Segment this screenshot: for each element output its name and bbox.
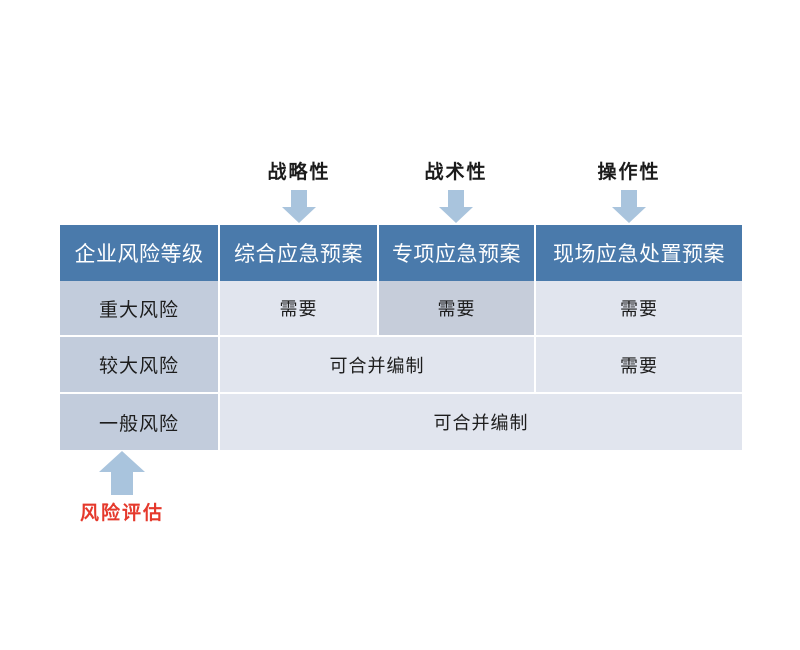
annotation-risk-assessment-label: 风险评估 <box>79 502 164 524</box>
cell-major-onsite: 需要 <box>535 281 742 337</box>
row-header-major-risk: 重大风险 <box>60 281 220 337</box>
row-header-general-risk: 一般风险 <box>60 393 220 450</box>
cell-relmajor-comprehensive-special-merged: 可合并编制 <box>219 336 536 394</box>
table-row: 较大风险 可合并编制 需要 <box>60 336 742 394</box>
table-header-row: 企业风险等级 综合应急预案 专项应急预案 现场应急处置预案 <box>60 225 742 281</box>
cell-relmajor-onsite: 需要 <box>535 336 742 394</box>
arrow-down-icon <box>282 190 316 223</box>
cell-general-all-merged: 可合并编制 <box>219 393 742 450</box>
arrow-up-icon <box>99 451 145 495</box>
arrow-down-icon <box>439 190 473 223</box>
cell-major-special: 需要 <box>378 281 536 337</box>
arrow-down-icon <box>612 190 646 223</box>
table-row: 重大风险 需要 需要 需要 <box>60 281 742 337</box>
annotation-strategic: 战略性 <box>229 160 369 224</box>
row-header-relatively-major-risk: 较大风险 <box>60 336 220 394</box>
annotation-tactical-label: 战术性 <box>424 161 488 183</box>
annotation-operational: 操作性 <box>559 160 699 224</box>
column-header-comprehensive-plan: 综合应急预案 <box>219 225 379 281</box>
annotation-risk-assessment-arrow <box>87 450 157 496</box>
risk-plan-matrix-table: 企业风险等级 综合应急预案 专项应急预案 现场应急处置预案 重大风险 需要 需要… <box>60 225 742 450</box>
cell-major-comprehensive: 需要 <box>219 281 379 337</box>
column-header-special-plan: 专项应急预案 <box>378 225 536 281</box>
annotation-tactical: 战术性 <box>386 160 526 224</box>
table-row: 一般风险 可合并编制 <box>60 393 742 450</box>
column-header-onsite-plan: 现场应急处置预案 <box>535 225 742 281</box>
column-header-risk-level: 企业风险等级 <box>60 225 220 281</box>
annotation-strategic-label: 战略性 <box>267 161 331 183</box>
annotation-operational-label: 操作性 <box>597 161 661 183</box>
